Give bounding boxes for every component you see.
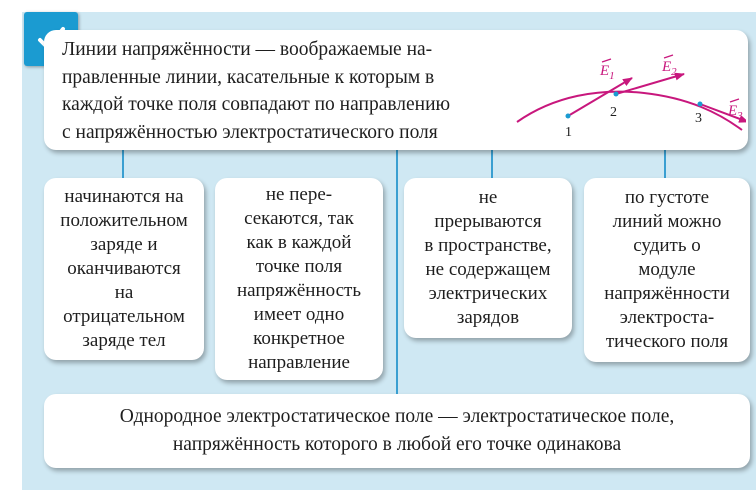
- uniform-line: напряжённость которого в любой его точке…: [172, 434, 622, 455]
- card-line: конкретное: [253, 328, 345, 349]
- uniform-field-text: Однородное электростатическое поле — эле…: [120, 403, 674, 459]
- card-text: по густоте линий можно судить о модуле н…: [604, 186, 730, 354]
- card-line: тического поля: [605, 331, 729, 352]
- point-marker: [697, 101, 703, 107]
- connector-line: [396, 150, 398, 394]
- vector-arrow-e3: [699, 103, 746, 123]
- vector-arrow-e2: [615, 72, 685, 95]
- vector-bar-e2: [663, 54, 674, 59]
- connector-line: [122, 150, 124, 178]
- card-line: секаются, так: [244, 208, 354, 229]
- definition-line: с напряжённостью электростатического пол…: [62, 121, 438, 143]
- card-line: оканчиваются: [67, 258, 181, 279]
- definition-text: Линии напряжённости — воображаемые на- п…: [62, 36, 502, 146]
- card-line: отрицательном: [63, 306, 185, 327]
- card-line: заряде и: [90, 234, 158, 255]
- vector-label-e3: E3: [727, 103, 743, 122]
- connector-line: [664, 150, 666, 178]
- card-line: не: [478, 187, 498, 208]
- card-line: направление: [248, 352, 350, 373]
- point-label: 2: [610, 105, 617, 120]
- card-line: напряжённость: [236, 280, 362, 301]
- card-line: как в каждой: [246, 232, 352, 253]
- vector-bar-e1: [601, 58, 612, 63]
- property-card-continuous: не прерываются в пространстве, не содерж…: [404, 178, 572, 338]
- card-line: напряжённости: [604, 283, 730, 304]
- property-card-density: по густоте линий можно судить о модуле н…: [584, 178, 750, 362]
- field-line-figure: E1 E2 E3 1 2 3: [516, 54, 746, 140]
- definition-line: каждой точке поля совпадают по направлен…: [62, 94, 451, 115]
- card-line: электроста-: [619, 307, 715, 328]
- connector-line: [491, 150, 493, 178]
- property-card-no-intersection: не пере- секаются, так как в каждой точк…: [215, 178, 383, 380]
- card-line: не пере-: [265, 184, 333, 205]
- definition-box: Линии напряжённости — воображаемые на- п…: [44, 30, 748, 150]
- uniform-field-box: Однородное электростатическое поле — эле…: [44, 394, 750, 468]
- card-line: заряде тел: [82, 330, 166, 351]
- card-line: не содержащем: [425, 259, 551, 280]
- card-text: не пере- секаются, так как в каждой точк…: [237, 183, 361, 375]
- card-line: линий можно: [612, 211, 722, 232]
- property-card-start-end: начинаются на положительном заряде и ока…: [44, 178, 204, 360]
- card-line: судить о: [633, 235, 701, 256]
- point-label: 1: [565, 125, 572, 140]
- card-text: не прерываются в пространстве, не содерж…: [424, 186, 551, 330]
- card-line: прерываются: [434, 211, 542, 232]
- vector-arrow-e1: [567, 77, 633, 117]
- card-line: имеет одно: [253, 304, 345, 325]
- card-line: на: [114, 282, 134, 303]
- card-line: точке поля: [255, 256, 343, 277]
- point-marker: [565, 113, 571, 119]
- vector-bar-e3: [729, 98, 740, 103]
- point-marker: [613, 91, 619, 97]
- uniform-line: Однородное электростатическое поле — эле…: [119, 406, 675, 427]
- definition-line: Линии напряжённости — воображаемые на-: [62, 39, 433, 60]
- card-line: зарядов: [456, 307, 520, 328]
- point-label: 3: [695, 111, 702, 126]
- field-line-curve: [516, 90, 743, 131]
- card-line: в пространстве,: [424, 235, 552, 256]
- card-line: электрических: [428, 283, 548, 304]
- card-line: по густоте: [624, 187, 710, 208]
- card-line: начинаются на: [64, 186, 184, 207]
- vector-label-e2: E2: [661, 59, 677, 78]
- definition-line: правленные линии, касательные к которым …: [62, 66, 435, 88]
- vector-label-e1: E1: [599, 63, 615, 82]
- card-text: начинаются на положительном заряде и ока…: [60, 185, 187, 353]
- card-line: положительном: [60, 210, 188, 231]
- card-line: модуле: [638, 259, 696, 280]
